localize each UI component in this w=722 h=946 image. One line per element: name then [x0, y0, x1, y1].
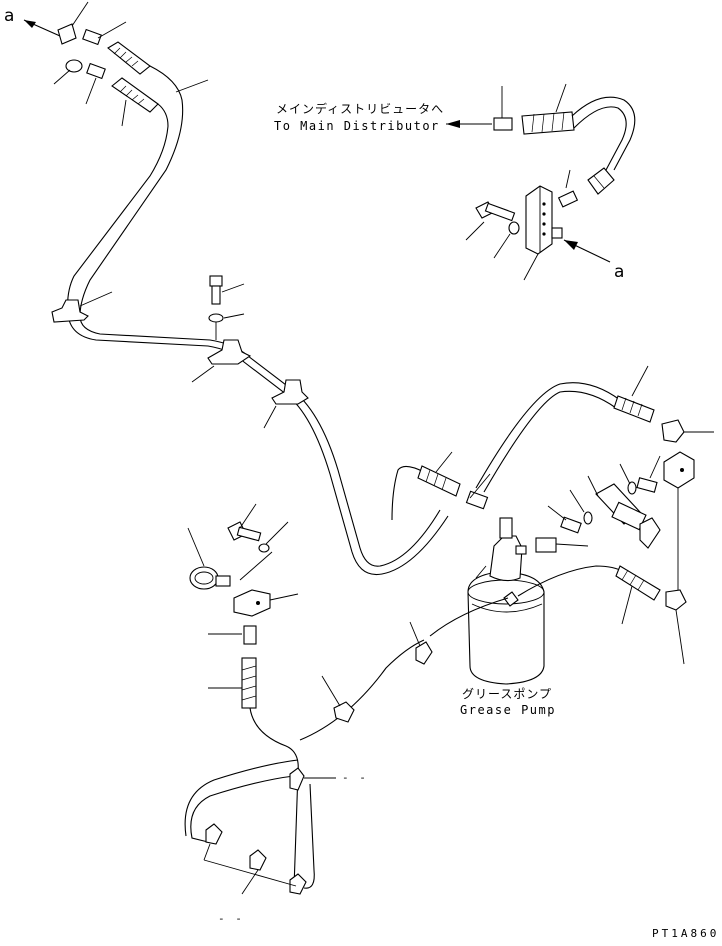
oring-right — [619, 463, 637, 495]
distributor-block — [523, 185, 563, 281]
grease-pump-jp: グリースポンプ — [462, 687, 553, 701]
hose-pump-right — [517, 565, 661, 625]
nipple-gauge — [208, 625, 257, 645]
fitting-nipple-2 — [85, 62, 106, 105]
fitting-distributor-adapter — [493, 86, 513, 131]
hose-right-upper — [475, 365, 655, 493]
elbow-right-upper — [661, 419, 714, 443]
hose-left-mid — [391, 451, 461, 521]
fitting-plug-top — [57, 1, 89, 45]
clamp-bottom-mid — [289, 767, 336, 791]
ref-a-topleft: a — [4, 6, 15, 26]
hose-fitting-right — [587, 167, 615, 195]
gauge-block — [233, 589, 299, 617]
clamp-3 — [263, 379, 309, 429]
nipple-distributor-block — [557, 169, 579, 208]
bolt-gauge — [227, 503, 262, 542]
washer-mid — [208, 313, 245, 340]
elbow-pump-far-right — [665, 589, 687, 665]
grease-pump — [467, 517, 545, 685]
elbow-pump-right — [535, 537, 589, 553]
hose-gauge-down — [208, 657, 257, 709]
washer-distributor — [493, 221, 520, 259]
pressure-gauge — [187, 527, 231, 590]
to-main-distributor-jp: メインディストリビュータへ — [276, 102, 445, 116]
note-mid: - - — [342, 771, 368, 784]
washer-left — [53, 59, 83, 85]
fitting-pump-top — [465, 473, 491, 510]
washer-gauge — [239, 521, 289, 581]
note-bottom: - - — [218, 912, 244, 925]
clamp-hose-right — [409, 621, 433, 665]
bolt-distributor — [465, 201, 516, 241]
fitting-right-mid — [636, 455, 661, 493]
hose-end-upper — [107, 41, 151, 75]
clamp-bracket-lines — [203, 843, 297, 895]
pressure-valve — [587, 475, 661, 549]
nipple-valve — [547, 505, 582, 534]
arrow-to-a-right — [563, 239, 611, 263]
pipe-main-left — [67, 65, 449, 576]
bolt-mid — [209, 275, 245, 305]
clamp-2 — [191, 339, 252, 383]
clamp-1 — [51, 291, 113, 323]
arrow-to-main-distributor — [446, 120, 492, 128]
grease-pump-en: Grease Pump — [460, 703, 556, 717]
oring-mid — [569, 489, 593, 525]
to-main-distributor-en: To Main Distributor — [274, 119, 440, 133]
hose-loop-bottom — [184, 597, 509, 889]
hose-to-distributor — [521, 83, 636, 171]
arrow-to-a-topleft — [23, 19, 61, 37]
fitting-nipple-1 — [82, 21, 127, 46]
ref-a-right: a — [614, 262, 625, 282]
hose-end-lower — [111, 77, 159, 127]
block-right — [663, 451, 695, 590]
clamp-hose-left — [321, 675, 355, 723]
drawing-code: PT1A860 — [652, 927, 720, 940]
clamp-bottom-3 — [289, 873, 307, 895]
clamp-bottom-2 — [249, 849, 267, 871]
clamp-bottom-1 — [205, 823, 223, 845]
